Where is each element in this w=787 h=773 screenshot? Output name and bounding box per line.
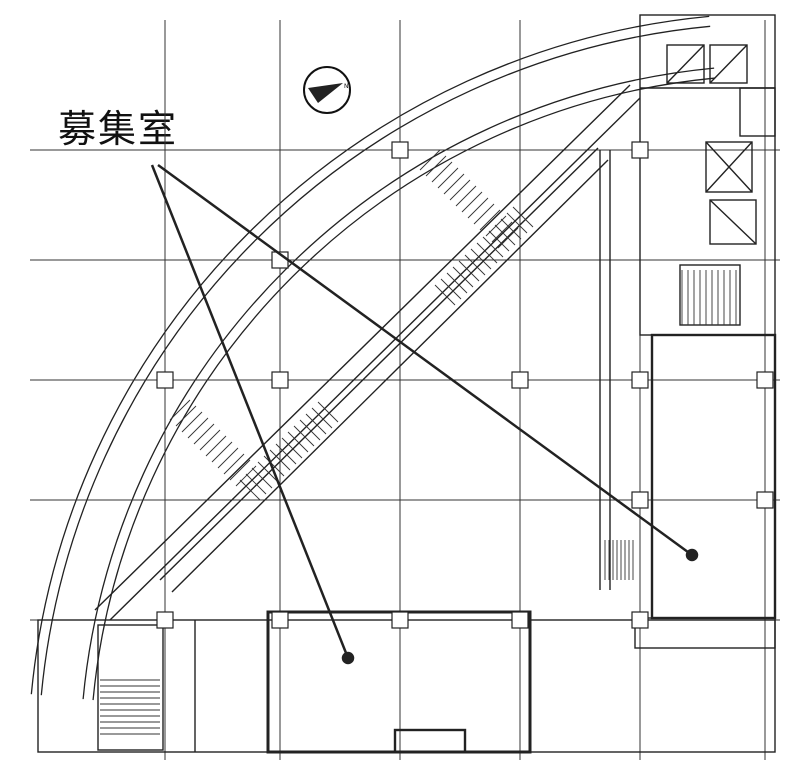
stair-tread — [470, 248, 492, 270]
facade-arc — [30, 15, 710, 695]
walls — [37, 14, 777, 754]
stair-tread — [317, 401, 339, 423]
column — [511, 611, 529, 629]
stair-tread — [205, 435, 227, 457]
stair-tread — [419, 149, 441, 171]
callout-dot — [685, 548, 699, 562]
column — [631, 371, 649, 389]
columns — [156, 141, 774, 629]
stair-tread — [287, 431, 309, 453]
column — [271, 371, 289, 389]
stair-tread — [473, 203, 495, 225]
column — [391, 611, 409, 629]
stair-tread — [211, 441, 233, 463]
stair-tread — [437, 167, 459, 189]
stair-tread — [500, 218, 522, 240]
stair-tread — [169, 399, 191, 421]
stair-tread — [455, 185, 477, 207]
stair-tread — [425, 155, 447, 177]
stair-tread — [199, 429, 221, 451]
stair-tread — [217, 447, 239, 469]
facade-arc — [82, 67, 715, 700]
callout-dot — [341, 651, 355, 665]
vacant-room-label: 募集室 — [58, 107, 179, 151]
stair-tread — [449, 179, 471, 201]
stair-tread — [311, 407, 333, 429]
stair-tread — [269, 449, 291, 471]
stair-tread — [235, 465, 257, 487]
stair-tread — [452, 266, 474, 288]
facade-arc — [92, 77, 716, 701]
stair-tread — [223, 453, 245, 475]
stair-tread — [251, 467, 273, 489]
stair-tread — [482, 236, 504, 258]
stair-tread — [479, 209, 501, 231]
callout-leaders — [150, 163, 699, 665]
stair-tread — [239, 479, 261, 501]
stair-tread — [467, 197, 489, 219]
stair-tread — [476, 242, 498, 264]
column — [631, 141, 649, 159]
stair-tread — [464, 254, 486, 276]
svg-text:N: N — [344, 83, 349, 90]
stair-tread — [443, 173, 465, 195]
column — [156, 371, 174, 389]
stair-tread — [245, 473, 267, 495]
facade-arc — [40, 25, 711, 696]
column — [391, 141, 409, 159]
stair-tread — [281, 437, 303, 459]
stairs — [100, 149, 737, 735]
column — [156, 611, 174, 629]
stair-tread — [494, 224, 516, 246]
column — [756, 491, 774, 509]
stair-tread — [193, 423, 215, 445]
stair-tread — [257, 461, 279, 483]
stair-tread — [431, 161, 453, 183]
column — [631, 491, 649, 509]
stair-tread — [434, 284, 456, 306]
north-arrow-icon: N — [303, 66, 351, 114]
stair-tread — [263, 455, 285, 477]
stair-tread — [181, 411, 203, 433]
stair-tread — [187, 417, 209, 439]
stair-tread — [446, 272, 468, 294]
stair-tread — [175, 405, 197, 427]
stair-tread — [440, 278, 462, 300]
stair-tread — [458, 260, 480, 282]
stair-tread — [512, 206, 534, 228]
column — [756, 371, 774, 389]
stair-tread — [461, 191, 483, 213]
column — [271, 611, 289, 629]
stair-tread — [229, 459, 251, 481]
stair-tread — [275, 443, 297, 465]
stair-tread — [506, 212, 528, 234]
curved-facade — [30, 15, 716, 701]
column — [631, 611, 649, 629]
stair-tread — [299, 419, 321, 441]
column — [511, 371, 529, 389]
stair-tread — [293, 425, 315, 447]
stair-tread — [488, 230, 510, 252]
stair-tread — [305, 413, 327, 435]
structural-grid — [30, 20, 780, 760]
